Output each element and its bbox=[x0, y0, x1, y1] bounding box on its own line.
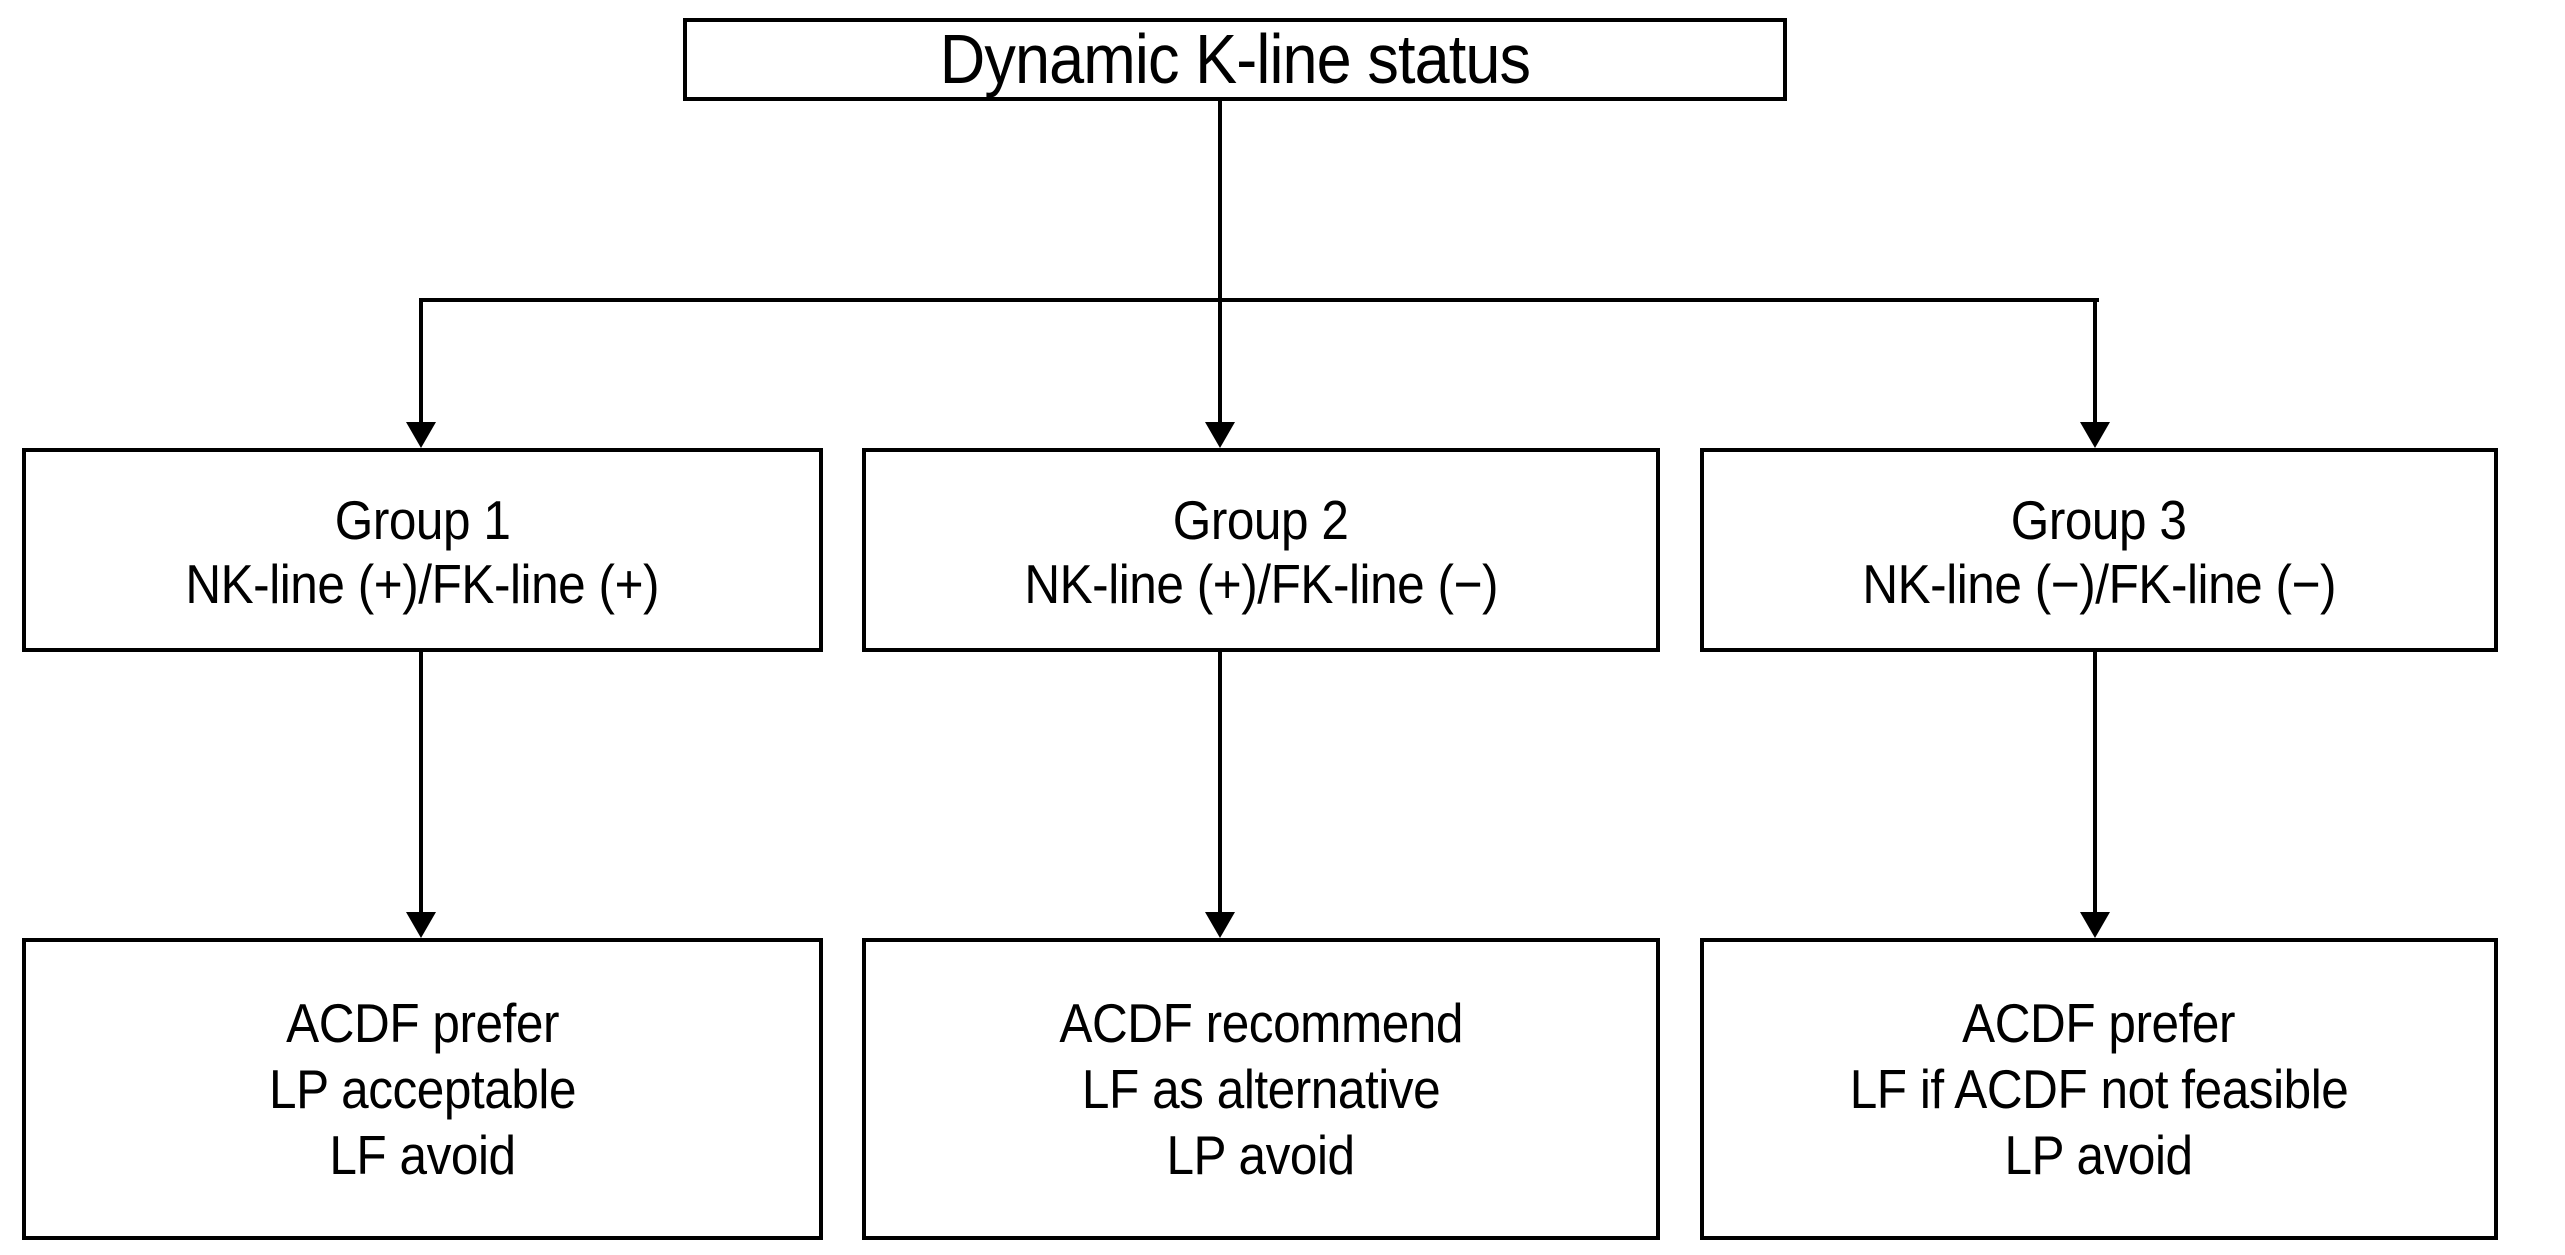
group-1-criteria: NK-line (+)/FK-line (+) bbox=[185, 552, 660, 615]
connector-drop-to-group-1 bbox=[419, 298, 423, 424]
flowchart-node-recommendation-2: ACDF recommend LF as alternative LP avoi… bbox=[862, 938, 1660, 1240]
flowchart-node-group-1: Group 1 NK-line (+)/FK-line (+) bbox=[22, 448, 823, 652]
group-1-name: Group 1 bbox=[334, 489, 511, 552]
flowchart-node-recommendation-1: ACDF prefer LP acceptable LF avoid bbox=[22, 938, 823, 1240]
arrowhead-to-recommendation-3-icon bbox=[2080, 912, 2110, 938]
recommendation-1-line-1: ACDF prefer bbox=[286, 991, 559, 1054]
arrowhead-to-recommendation-1-icon bbox=[406, 912, 436, 938]
recommendation-2-line-1: ACDF recommend bbox=[1059, 991, 1463, 1054]
flowchart-node-recommendation-3: ACDF prefer LF if ACDF not feasible LP a… bbox=[1700, 938, 2498, 1240]
flowchart-node-group-3: Group 3 NK-line (−)/FK-line (−) bbox=[1700, 448, 2498, 652]
node-title-label: Dynamic K-line status bbox=[939, 20, 1531, 99]
recommendation-3-line-1: ACDF prefer bbox=[1962, 991, 2236, 1054]
flowchart-node-group-2: Group 2 NK-line (+)/FK-line (−) bbox=[862, 448, 1660, 652]
group-2-criteria: NK-line (+)/FK-line (−) bbox=[1024, 552, 1498, 615]
recommendation-3-line-3: LP avoid bbox=[2004, 1124, 2194, 1187]
recommendation-1-line-2: LP acceptable bbox=[269, 1057, 576, 1120]
connector-group-1-to-recommendation-1 bbox=[419, 652, 423, 914]
recommendation-2-line-3: LP avoid bbox=[1166, 1124, 1356, 1187]
connector-title-stem bbox=[1218, 101, 1222, 302]
recommendation-3-line-2: LF if ACDF not feasible bbox=[1849, 1057, 2349, 1120]
group-3-name: Group 3 bbox=[2011, 489, 2187, 552]
flowchart-node-dynamic-k-line-status: Dynamic K-line status bbox=[683, 18, 1787, 101]
connector-drop-to-group-3 bbox=[2093, 298, 2097, 424]
group-3-criteria: NK-line (−)/FK-line (−) bbox=[1862, 552, 2336, 615]
connector-group-3-to-recommendation-3 bbox=[2093, 652, 2097, 914]
recommendation-1-line-3: LF avoid bbox=[329, 1124, 516, 1187]
arrowhead-to-recommendation-2-icon bbox=[1205, 912, 1235, 938]
recommendation-2-line-2: LF as alternative bbox=[1081, 1057, 1441, 1120]
arrowhead-to-group-1-icon bbox=[406, 422, 436, 448]
connector-drop-to-group-2 bbox=[1218, 298, 1222, 424]
arrowhead-to-group-3-icon bbox=[2080, 422, 2110, 448]
group-2-name: Group 2 bbox=[1173, 489, 1349, 552]
connector-distribution-bus bbox=[421, 298, 2099, 302]
arrowhead-to-group-2-icon bbox=[1205, 422, 1235, 448]
connector-group-2-to-recommendation-2 bbox=[1218, 652, 1222, 914]
